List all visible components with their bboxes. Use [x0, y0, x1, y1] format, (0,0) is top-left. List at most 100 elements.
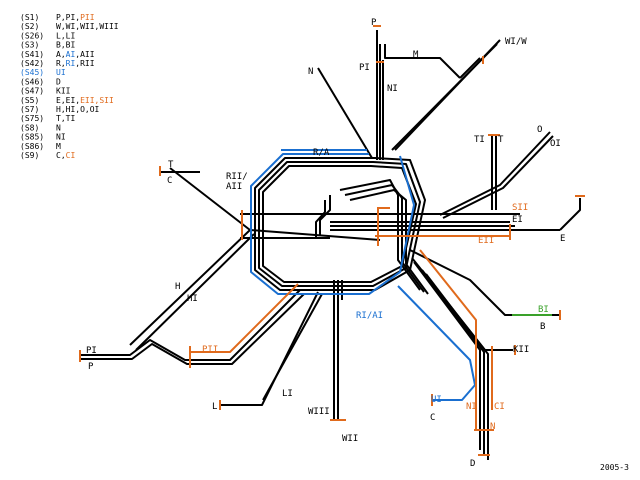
legend-line-part: ,AII	[75, 50, 94, 59]
legend-code: (S2)	[20, 22, 39, 31]
station-labels-blue: RI/AI UI	[356, 311, 442, 405]
legend-code: (S41)	[20, 50, 44, 59]
legend-line-part: UI	[56, 68, 66, 77]
legend-lines: NI	[56, 133, 66, 142]
label-C-left: C	[167, 176, 172, 186]
tracks-black	[80, 30, 581, 460]
label-RII: RII/	[226, 172, 248, 182]
footer-date: 2005-3	[600, 463, 629, 472]
label-WII: WII	[342, 434, 358, 444]
legend-lines: KII	[56, 87, 71, 96]
legend-line-part: AI	[66, 50, 76, 59]
legend-lines: T,TI	[56, 114, 75, 123]
label-O: O	[537, 125, 542, 135]
legend-code: (S7)	[20, 105, 39, 114]
legend-line-part: H,HI,O,OI	[56, 105, 100, 114]
legend-line-part: A,	[56, 50, 66, 59]
label-KII: KII	[513, 345, 529, 355]
legend-line-part: KII	[56, 87, 71, 96]
legend-line-part: E,EI,	[56, 96, 80, 105]
label-NI-top: NI	[387, 84, 398, 94]
terminus-ticks	[79, 25, 585, 456]
legend-lines: L,LI	[56, 31, 75, 40]
station-labels-green: BI	[538, 305, 549, 315]
legend-code: (S1)	[20, 13, 39, 22]
legend-line-part: P,PI,	[56, 13, 80, 22]
label-RIAI: RI/AI	[356, 311, 383, 321]
label-SII: SII	[512, 203, 528, 213]
legend-code: (S9)	[20, 151, 39, 160]
legend-lines: C,CI	[56, 151, 75, 160]
legend-line-part: N	[56, 123, 61, 132]
legend-lines: D	[56, 77, 61, 86]
legend-lines: M	[56, 142, 61, 151]
label-PII: PII	[202, 345, 218, 355]
legend-lines: E,EI,EII,SII	[56, 96, 114, 105]
legend-line-part: M	[56, 142, 61, 151]
legend-line-part: CI	[66, 151, 76, 160]
legend-code: (S45)	[20, 68, 44, 77]
label-H: H	[175, 282, 180, 292]
label-UI: UI	[431, 395, 442, 405]
label-TI: TI	[474, 135, 485, 145]
legend-code: (S47)	[20, 87, 44, 96]
label-BI: BI	[538, 305, 549, 315]
legend-code: (S42)	[20, 59, 44, 68]
label-CI: CI	[494, 402, 505, 412]
legend: (S1) P,PI,PII (S2) W,WI,WII,WIII (S26) L,LI (S…	[20, 13, 119, 160]
legend-code: (S85)	[20, 133, 44, 142]
label-PI-left: PI	[86, 346, 97, 356]
legend-code: (S46)	[20, 77, 44, 86]
label-C-bottom: C	[430, 413, 435, 423]
label-M: M	[413, 50, 419, 60]
legend-lines: R,RI,RII	[56, 59, 95, 68]
label-N: N	[308, 67, 313, 77]
legend-lines: UI	[56, 68, 66, 77]
legend-code: (S75)	[20, 114, 44, 123]
label-EII: EII	[478, 236, 494, 246]
station-labels: P PI NI M WI/W N TI T O OI T C R/A RII/ …	[86, 18, 565, 469]
label-OI: OI	[550, 139, 561, 149]
label-D: D	[470, 459, 475, 469]
label-B: B	[540, 322, 545, 332]
legend-lines: H,HI,O,OI	[56, 105, 100, 114]
legend-line-part: R,	[56, 59, 66, 68]
label-T-left: T	[168, 160, 174, 170]
legend-line-part: NI	[56, 133, 66, 142]
legend-line-part: PII	[80, 13, 95, 22]
label-RA: R/A	[313, 148, 330, 158]
legend-line-part: EII,SII	[80, 96, 114, 105]
legend-code: (S8)	[20, 123, 39, 132]
legend-line-part: C,	[56, 151, 66, 160]
legend-code: (S5)	[20, 96, 39, 105]
label-E: E	[560, 234, 565, 244]
label-P: P	[371, 18, 377, 28]
legend-line-part: B,BI	[56, 41, 75, 50]
legend-line-part: W,WI,WII,WIII	[56, 22, 119, 31]
label-L: L	[212, 402, 217, 412]
label-LI: LI	[282, 389, 293, 399]
legend-line-part: ,RII	[75, 59, 94, 68]
legend-code: (S86)	[20, 142, 44, 151]
legend-lines: N	[56, 123, 61, 132]
legend-code: (S26)	[20, 31, 44, 40]
legend-line-part: RI	[66, 59, 76, 68]
label-HI: HI	[187, 294, 198, 304]
label-NI-bottom: NI	[466, 402, 477, 412]
legend-lines: B,BI	[56, 41, 75, 50]
legend-line-part: L,LI	[56, 31, 75, 40]
legend-line-part: D	[56, 77, 61, 86]
label-WIII: WIII	[308, 407, 330, 417]
label-T-right: T	[498, 135, 504, 145]
label-AII: AII	[226, 182, 242, 192]
legend-code: (S3)	[20, 41, 39, 50]
legend-lines: P,PI,PII	[56, 13, 95, 22]
legend-lines: A,AI,AII	[56, 50, 95, 59]
label-WIW: WI/W	[505, 37, 527, 47]
station-labels-orange: SII EII PII NI CI N	[202, 203, 528, 432]
label-PI-top: PI	[359, 63, 370, 73]
legend-line-part: T,TI	[56, 114, 75, 123]
label-EI: EI	[512, 215, 523, 225]
label-P-left: P	[88, 362, 94, 372]
